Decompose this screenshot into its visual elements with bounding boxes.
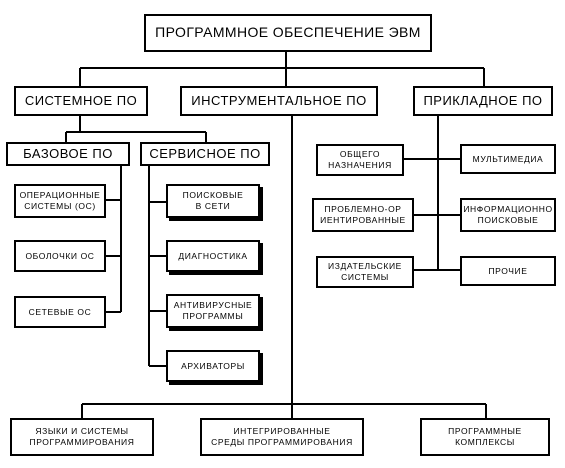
applied-item-label: ИНФОРМАЦИОННО ПОИСКОВЫЕ <box>463 204 553 225</box>
system-software-label: СИСТЕМНОЕ ПО <box>24 92 138 108</box>
instrumental-item-languages: ЯЗЫКИ И СИСТЕМЫ ПРОГРАММИРОВАНИЯ <box>10 418 154 456</box>
instrumental-item-packages: ПРОГРАММНЫЕ КОМПЛЕКСЫ <box>420 418 550 456</box>
instrumental-item-label: ИНТЕГРИРОВАННЫЕ СРЕДЫ ПРОГРАММИРОВАНИЯ <box>211 426 353 447</box>
service-software-node: СЕРВИСНОЕ ПО <box>140 142 270 166</box>
applied-item-label: ПРОБЛЕМНО-ОР ИЕНТИРОВАННЫЕ <box>320 204 406 225</box>
applied-item-label: ПРОЧИЕ <box>488 265 528 276</box>
base-item-label: ОПЕРАЦИОННЫЕ СИСТЕМЫ (ОС) <box>19 190 101 211</box>
instrumental-software-node: ИНСТРУМЕНТАЛЬНОЕ ПО <box>180 86 378 116</box>
base-item-label: СЕТЕВЫЕ ОС <box>28 306 92 317</box>
applied-item-label: МУЛЬТИМЕДИА <box>472 153 544 164</box>
applied-software-label: ПРИКЛАДНОЕ ПО <box>423 92 543 108</box>
applied-item-info-search: ИНФОРМАЦИОННО ПОИСКОВЫЕ <box>460 198 556 232</box>
instrumental-software-label: ИНСТРУМЕНТАЛЬНОЕ ПО <box>191 92 367 108</box>
applied-item-multimedia: МУЛЬТИМЕДИА <box>460 144 556 174</box>
root-node: ПРОГРАММНОЕ ОБЕСПЕЧЕНИЕ ЭВМ <box>144 14 432 52</box>
applied-item-label: ОБЩЕГО НАЗНАЧЕНИЯ <box>328 149 392 170</box>
service-item-archivers: АРХИВАТОРЫ <box>166 350 260 382</box>
base-item-label: ОБОЛОЧКИ ОС <box>25 250 95 261</box>
service-item-label: ДИАГНОСТИКА <box>178 250 248 261</box>
system-software-node: СИСТЕМНОЕ ПО <box>14 86 148 116</box>
base-item-shells: ОБОЛОЧКИ ОС <box>14 240 106 272</box>
base-item-network-os: СЕТЕВЫЕ ОС <box>14 296 106 328</box>
base-software-label: БАЗОВОЕ ПО <box>23 145 113 161</box>
base-software-node: БАЗОВОЕ ПО <box>6 142 130 166</box>
instrumental-item-label: ПРОГРАММНЫЕ КОМПЛЕКСЫ <box>448 426 522 447</box>
applied-item-label: ИЗДАТЕЛЬСКИЕ СИСТЕМЫ <box>328 261 402 282</box>
service-item-label: АРХИВАТОРЫ <box>181 360 245 371</box>
service-item-label: АНТИВИРУСНЫЕ ПРОГРАММЫ <box>173 300 253 321</box>
applied-item-problem-oriented: ПРОБЛЕМНО-ОР ИЕНТИРОВАННЫЕ <box>312 198 414 232</box>
instrumental-item-label: ЯЗЫКИ И СИСТЕМЫ ПРОГРАММИРОВАНИЯ <box>29 426 135 447</box>
applied-software-node: ПРИКЛАДНОЕ ПО <box>413 86 553 116</box>
applied-item-general: ОБЩЕГО НАЗНАЧЕНИЯ <box>316 144 404 176</box>
service-item-diagnostics: ДИАГНОСТИКА <box>166 240 260 272</box>
service-item-search: ПОИСКОВЫЕ В СЕТИ <box>166 184 260 218</box>
service-item-antivirus: АНТИВИРУСНЫЕ ПРОГРАММЫ <box>166 294 260 328</box>
applied-item-publishing: ИЗДАТЕЛЬСКИЕ СИСТЕМЫ <box>316 256 414 288</box>
service-item-label: ПОИСКОВЫЕ В СЕТИ <box>182 190 244 211</box>
instrumental-item-ide: ИНТЕГРИРОВАННЫЕ СРЕДЫ ПРОГРАММИРОВАНИЯ <box>200 418 364 456</box>
root-label: ПРОГРАММНОЕ ОБЕСПЕЧЕНИЕ ЭВМ <box>155 24 421 41</box>
service-software-label: СЕРВИСНОЕ ПО <box>149 145 261 161</box>
base-item-os: ОПЕРАЦИОННЫЕ СИСТЕМЫ (ОС) <box>14 184 106 218</box>
applied-item-other: ПРОЧИЕ <box>460 256 556 286</box>
